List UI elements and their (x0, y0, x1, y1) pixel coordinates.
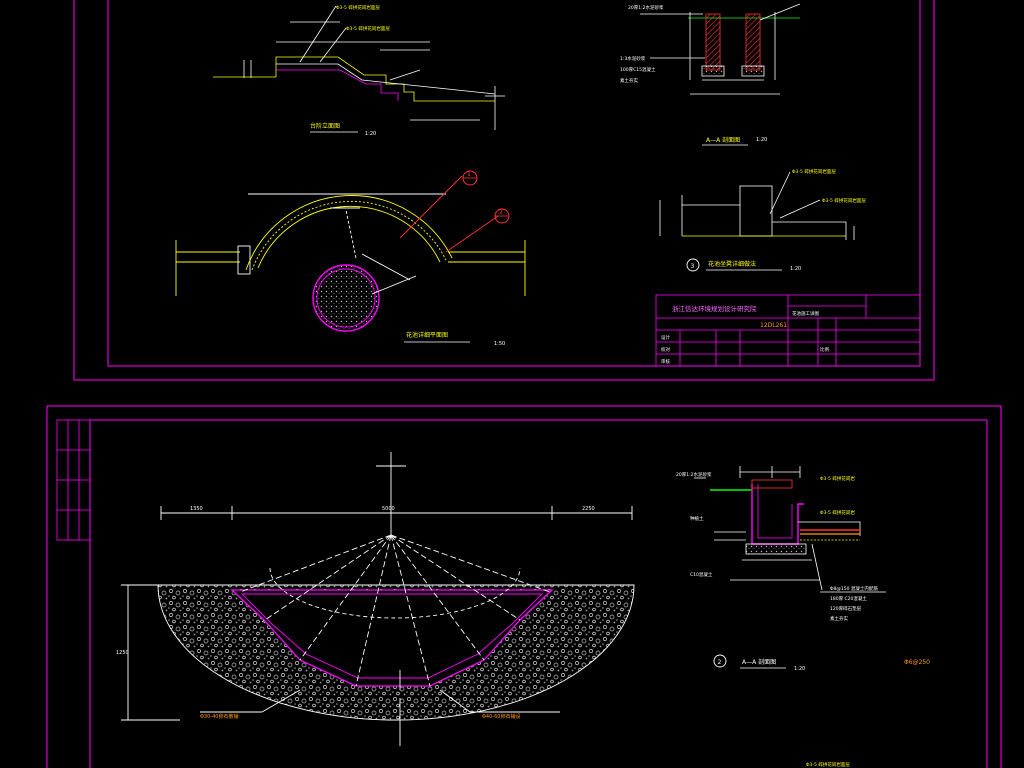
sheet1-inner-frame (107, 0, 921, 367)
detail-label: 花池坐凳详细做法 (708, 260, 756, 268)
title-check: 校对 (661, 346, 670, 353)
section-aa-label: A—A 剖面图 (706, 136, 740, 144)
layer-note-0: Φ8@150 混凝土内配筋 (830, 585, 878, 592)
dim-height: 1250 (116, 650, 129, 656)
dim-center: 5000 (382, 506, 395, 512)
note-b: 1:3水泥砂浆 (620, 55, 646, 62)
plan-label: 花池详细平面图 (406, 331, 448, 339)
sheet2-outer-frame (46, 405, 1002, 768)
sheet-1: Φ3-5 碎拼花岗岩面层 Φ3-5 碎拼花岗岩面层 台阶立面图 1:20 20厚… (73, 0, 935, 381)
bench-detail-drawing (659, 171, 855, 240)
section-note-soil: 种植土 (690, 515, 704, 522)
section-scale-bottom: 1:20 (794, 666, 805, 672)
note-pebble-right: Φ40-60卵石铺设 (482, 713, 520, 720)
section-note-cap: 20厚1:2水泥砂浆 (676, 471, 712, 478)
section-note-stone-2: Φ3-5 碎拼花岗岩 (820, 509, 855, 516)
title-block (655, 294, 921, 367)
section-aa-top (640, 3, 801, 95)
svg-text:2: 2 (499, 209, 503, 216)
planter-plan-drawing (175, 175, 526, 332)
title-company: 浙江信达环境规划设计研究院 (672, 304, 757, 313)
bench-note-2: Φ3-5 碎拼花岗岩面层 (822, 197, 866, 204)
coping-elevation-drawing (213, 5, 505, 130)
sheet1-outer-frame (73, 0, 935, 381)
section-aa-scale: 1:20 (756, 137, 767, 143)
section-aa-bottom (694, 466, 886, 593)
note-pebble-left: Φ30-40卵石散铺 (200, 713, 238, 720)
note-c: 100厚C15混凝土 (620, 66, 656, 73)
svg-text:3: 3 (691, 263, 695, 270)
callout-1-marker: 1 (462, 170, 478, 186)
coping-elevation-label: 台阶立面图 (310, 122, 340, 130)
sheet2-inner-frame (89, 419, 988, 768)
stone-note-2: Φ3-5 碎拼花岗岩面层 (346, 25, 390, 32)
bottom-note: Φ3-5 碎拼花岗岩面层 (806, 761, 850, 768)
title-design: 设计 (661, 334, 670, 341)
detail-3-marker: 3 (686, 258, 700, 272)
note-d: 素土夯实 (620, 77, 638, 84)
callout-2-marker: 2 (494, 208, 510, 224)
side-strip (56, 419, 91, 541)
sheet-2: 1350 5000 2250 1250 Φ30-40卵石散铺 Φ40-60卵石铺… (46, 405, 1002, 768)
dim-right: 2250 (582, 506, 595, 512)
rebar-note: Φ6@250 (904, 659, 930, 666)
detail-scale: 1:20 (790, 266, 801, 272)
section-2-marker: 2 (713, 654, 727, 668)
title-scale: 比例 (820, 346, 829, 353)
title-project: 花池施工详图 (792, 310, 819, 317)
layer-note-2: 120厚碎石垫层 (830, 605, 862, 612)
svg-text:2: 2 (718, 659, 722, 666)
note-a: 20厚1:2水泥砂浆 (628, 4, 664, 11)
plan-scale: 1:50 (494, 341, 505, 347)
section-label-bottom: A—A 剖面图 (742, 658, 776, 666)
section-note-base: C10混凝土 (690, 571, 713, 578)
section-note-stone: Φ3-5 碎拼花岗岩 (820, 475, 855, 482)
title-approve: 审核 (661, 358, 670, 365)
semicircle-planter (121, 452, 635, 746)
svg-text:1: 1 (467, 171, 471, 178)
layer-note-1: 180厚 C20混凝土 (830, 595, 867, 602)
stone-note-1: Φ3-5 碎拼花岗岩面层 (336, 4, 380, 11)
coping-elevation-scale: 1:20 (365, 131, 376, 137)
dim-left: 1350 (190, 506, 203, 512)
title-drawing-no: 12DL261 (760, 322, 787, 329)
bench-note-1: Φ3-5 碎拼花岗岩面层 (792, 168, 836, 175)
layer-note-3: 素土夯实 (830, 615, 848, 622)
